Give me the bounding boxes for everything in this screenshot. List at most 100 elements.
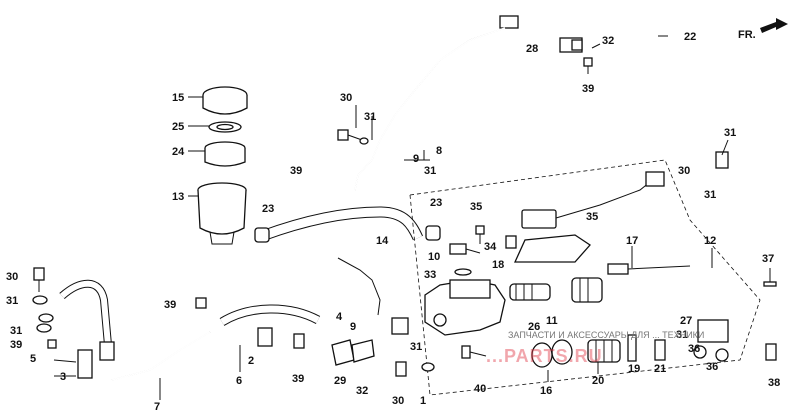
callout-32-top: 32 xyxy=(602,35,614,47)
callout-4: 4 xyxy=(336,311,343,323)
front-direction-arrow: FR. xyxy=(738,18,788,41)
callout-30-right: 30 xyxy=(678,165,690,177)
callout-24: 24 xyxy=(172,146,185,158)
callout-28: 28 xyxy=(526,43,538,55)
callout-20: 20 xyxy=(592,375,604,387)
pipe-7 xyxy=(111,331,211,381)
callout-23-right: 23 xyxy=(430,197,442,209)
hose-6 xyxy=(219,304,321,326)
seal-16 xyxy=(531,339,573,368)
yoke-27 xyxy=(697,319,729,343)
clip-36 xyxy=(693,345,729,362)
bolt-30-upper xyxy=(337,129,369,145)
callout-30-upper: 30 xyxy=(340,92,352,104)
clip-32-lower xyxy=(351,339,375,363)
callout-39-left: 39 xyxy=(10,339,22,351)
callout-23-left: 23 xyxy=(262,203,274,215)
hose-14 xyxy=(260,206,423,242)
callout-14: 14 xyxy=(376,235,389,247)
watermark: ЗАПЧАСТИ И АКСЕССУАРЫ ДЛЯ ... ТЕХНИКИ ..… xyxy=(486,330,704,366)
cotter-37 xyxy=(763,268,777,287)
callout-31-yoke: 31 xyxy=(676,329,688,341)
leader-lines xyxy=(53,35,729,400)
callout-32-lower: 32 xyxy=(356,385,368,397)
callout-30-left: 30 xyxy=(6,271,18,283)
callout-30-lower: 30 xyxy=(392,395,404,407)
washers-31-left xyxy=(32,295,54,333)
callout-39-mid: 39 xyxy=(292,373,304,385)
bracket-3 xyxy=(77,349,93,379)
washer-25 xyxy=(208,121,242,133)
callout-31-lower-a: 31 xyxy=(410,341,422,353)
reservoir-cap-15 xyxy=(202,86,248,115)
callout-33: 33 xyxy=(424,269,436,281)
callout-35-center: 35 xyxy=(470,201,482,213)
callout-35-right: 35 xyxy=(586,211,598,223)
pin-21 xyxy=(654,339,666,361)
washer-31-lower xyxy=(421,362,435,372)
bracket-18 xyxy=(513,234,591,263)
bracket-28 xyxy=(559,37,583,53)
bolt-40 xyxy=(461,345,487,359)
bolt-38 xyxy=(765,343,777,361)
pipe-4 xyxy=(337,257,381,316)
clamp-23-right xyxy=(425,225,441,241)
callout-31-left-a: 31 xyxy=(6,295,18,307)
bolt-30-lower xyxy=(395,361,407,377)
callout-6: 6 xyxy=(236,375,242,387)
callout-29: 29 xyxy=(334,375,346,387)
callout-40: 40 xyxy=(474,383,486,395)
callout-31-left-b: 31 xyxy=(10,325,22,337)
callout-12: 12 xyxy=(704,235,716,247)
bracket-29 xyxy=(331,339,355,366)
callout-10: 10 xyxy=(428,251,440,263)
callout-21: 21 xyxy=(654,363,666,375)
switch-34 xyxy=(505,235,517,249)
callout-31-mid: 31 xyxy=(424,165,436,177)
reservoir-13 xyxy=(197,182,247,245)
callout-5: 5 xyxy=(30,353,36,365)
callout-31-upper: 31 xyxy=(364,111,376,123)
callout-36-a: 36 xyxy=(688,343,700,355)
callout-16: 16 xyxy=(540,385,552,397)
spring-20 xyxy=(587,339,621,363)
pushrod-17 xyxy=(607,263,691,275)
hose-22 xyxy=(499,9,729,169)
oring-33 xyxy=(454,268,472,276)
sensor-2 xyxy=(257,327,273,347)
callout-37: 37 xyxy=(762,253,774,265)
fitting-9-lower xyxy=(391,317,409,335)
callout-22: 22 xyxy=(684,31,696,43)
callout-3: 3 xyxy=(60,371,66,383)
callout-39-lower: 39 xyxy=(164,299,176,311)
collar-24 xyxy=(204,141,246,167)
callout-31-right-top: 31 xyxy=(724,127,736,139)
callout-2: 2 xyxy=(248,355,254,367)
fitting-10 xyxy=(449,243,481,255)
callout-31-right: 31 xyxy=(704,189,716,201)
bolt-39-lower xyxy=(195,297,207,309)
callout-9-upper: 9 xyxy=(413,153,419,165)
bolt-35-center xyxy=(475,225,485,244)
callout-39-top: 39 xyxy=(582,83,594,95)
hose-1 xyxy=(59,279,115,361)
callout-36-b: 36 xyxy=(706,361,718,373)
assembly-boundary xyxy=(409,159,761,396)
callout-19: 19 xyxy=(628,363,640,375)
upper-pipe xyxy=(354,27,506,191)
callout-15: 15 xyxy=(172,92,184,104)
callout-1: 1 xyxy=(420,395,426,407)
bolt-39-mid xyxy=(293,333,305,349)
rod-19 xyxy=(627,334,637,362)
callout-9-lower: 9 xyxy=(350,321,356,333)
callout-7: 7 xyxy=(154,401,160,413)
bolt-39-top xyxy=(583,57,593,74)
callout-8: 8 xyxy=(436,145,442,157)
callout-27: 27 xyxy=(680,315,692,327)
bolt-30-left xyxy=(33,267,45,292)
master-cylinder-body xyxy=(424,279,506,336)
callout-labels: 15 25 24 13 23 39 14 30 31 9 8 31 23 35 … xyxy=(6,31,780,413)
clamp-23-left xyxy=(254,227,270,243)
